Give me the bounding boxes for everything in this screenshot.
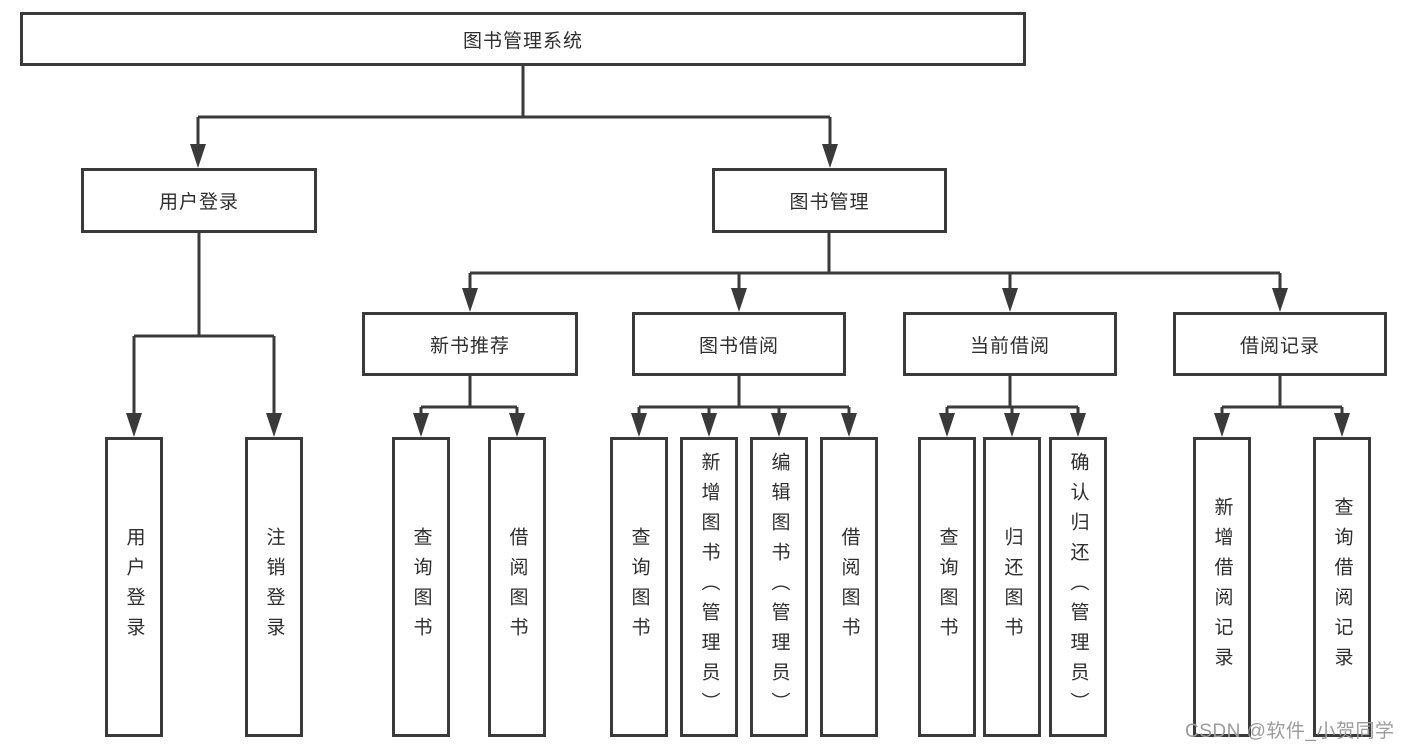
node-label: 图书管理系统 xyxy=(462,30,583,52)
leaf-user-login: 用户登录 xyxy=(105,437,163,737)
leaf-confirm-return-admin: 确认归还（管理员） xyxy=(1049,437,1107,737)
leaf-add-book-admin: 新增图书（管理员） xyxy=(680,437,738,737)
csdn-watermark: CSDN @软件_小贺同学 xyxy=(1185,721,1395,742)
leaf-label: 新增图书（管理员） xyxy=(698,452,720,722)
node-label: 借阅记录 xyxy=(1239,335,1320,357)
leaf-label: 查询图书 xyxy=(936,527,958,647)
node-book-borrowing: 图书借阅 xyxy=(632,312,846,376)
leaf-label: 查询图书 xyxy=(628,527,650,647)
leaf-label: 借阅图书 xyxy=(506,527,528,647)
node-user-login: 用户登录 xyxy=(81,168,317,233)
leaf-label: 确认归还（管理员） xyxy=(1067,452,1089,722)
node-book-management: 图书管理 xyxy=(712,168,947,233)
node-label: 新书推荐 xyxy=(429,335,510,357)
leaf-logout: 注销登录 xyxy=(245,437,303,737)
leaf-label: 用户登录 xyxy=(123,527,145,647)
node-borrowing-records: 借阅记录 xyxy=(1173,312,1387,376)
leaf-label: 查询图书 xyxy=(410,527,432,647)
node-label: 图书借阅 xyxy=(698,335,779,357)
leaf-edit-book-admin: 编辑图书（管理员） xyxy=(750,437,808,737)
node-new-book-recommendation: 新书推荐 xyxy=(362,312,578,376)
leaf-label: 查询借阅记录 xyxy=(1331,497,1353,677)
leaf-label: 借阅图书 xyxy=(838,527,860,647)
node-current-borrowing: 当前借阅 xyxy=(903,312,1117,376)
node-label: 图书管理 xyxy=(789,192,870,213)
leaf-label: 编辑图书（管理员） xyxy=(768,452,790,722)
leaf-return-book: 归还图书 xyxy=(983,437,1041,737)
leaf-query-borrow-record: 查询借阅记录 xyxy=(1313,437,1371,737)
leaf-query-books-borrow: 查询图书 xyxy=(610,437,668,737)
leaf-label: 归还图书 xyxy=(1001,527,1023,647)
leaf-query-books-current: 查询图书 xyxy=(918,437,976,737)
leaf-label: 注销登录 xyxy=(263,527,285,647)
node-label: 用户登录 xyxy=(158,192,239,213)
leaf-query-books-recommend: 查询图书 xyxy=(392,437,450,737)
node-library-management-system: 图书管理系统 xyxy=(20,12,1026,66)
node-label: 当前借阅 xyxy=(969,335,1050,357)
connector-arrowheads xyxy=(126,144,1350,437)
leaf-borrow-books: 借阅图书 xyxy=(820,437,878,737)
leaf-label: 新增借阅记录 xyxy=(1211,497,1233,677)
leaf-borrow-books-recommend: 借阅图书 xyxy=(488,437,546,737)
leaf-add-borrow-record: 新增借阅记录 xyxy=(1193,437,1251,737)
